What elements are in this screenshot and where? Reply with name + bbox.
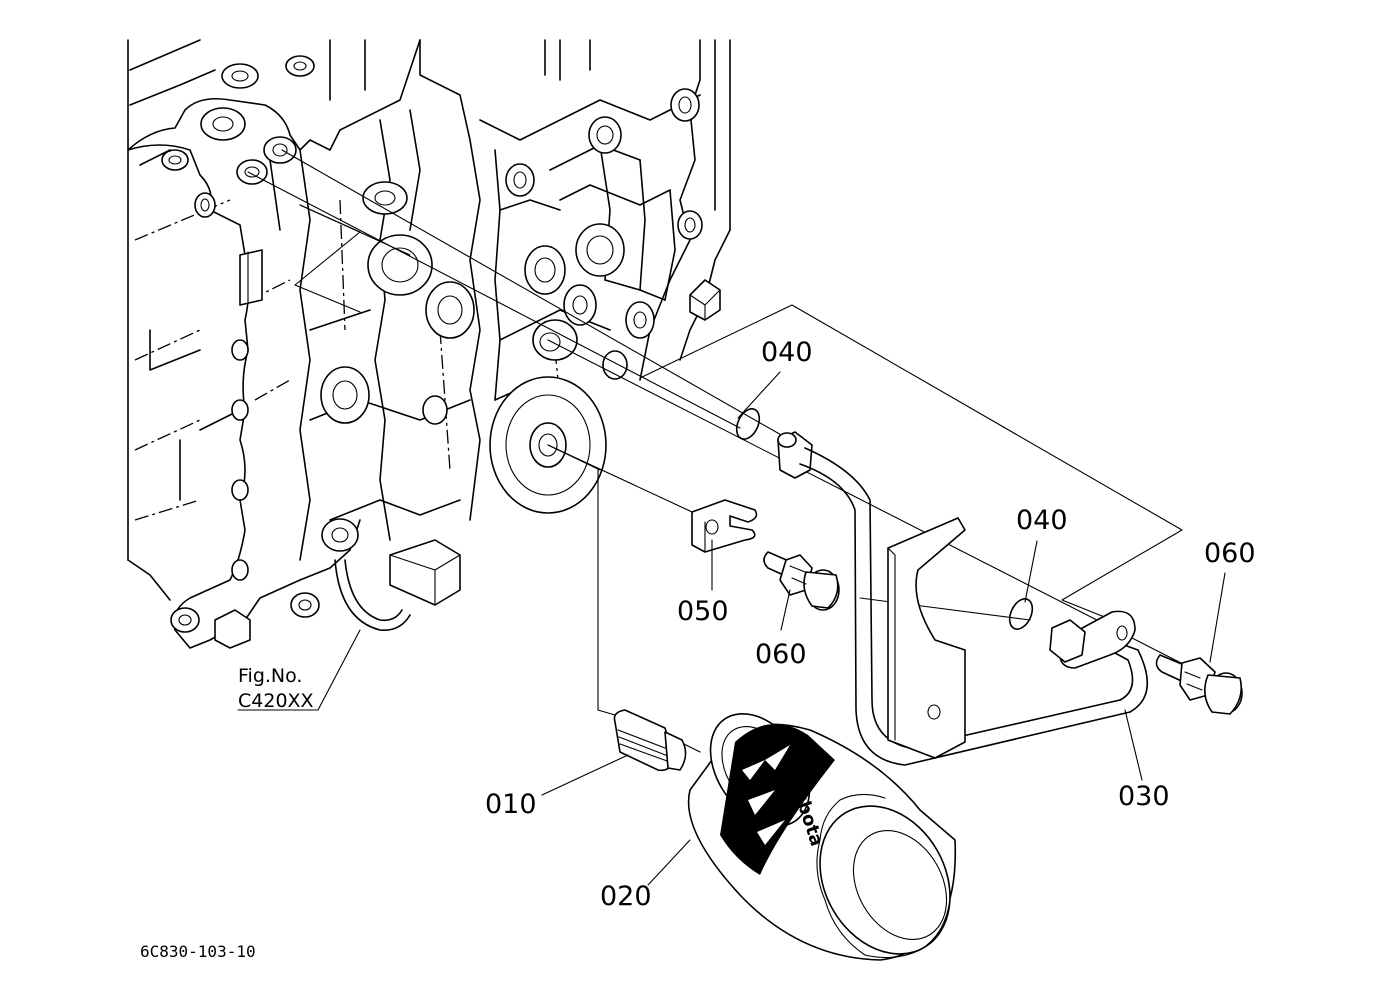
callout-010: 010 bbox=[485, 789, 537, 820]
oil-filter-020: kubota bbox=[687, 712, 957, 961]
callout-050: 050 bbox=[677, 596, 729, 627]
callout-040-a: 040 bbox=[761, 337, 813, 368]
o-ring-040-a bbox=[735, 408, 761, 440]
drawing-number: 6C830-103-10 bbox=[140, 942, 256, 961]
oil-pipe-030 bbox=[777, 431, 1149, 766]
nipple-010 bbox=[613, 709, 687, 772]
bolt-060-a bbox=[763, 551, 840, 611]
callout-040-b: 040 bbox=[1016, 505, 1068, 536]
figure-reference-line2: C420XX bbox=[238, 690, 314, 712]
callout-060-b: 060 bbox=[1204, 538, 1256, 569]
bolt-060-b bbox=[1155, 654, 1243, 715]
callouts: 040 040 060 050 060 010 020 030 Fig.No. … bbox=[237, 337, 1256, 912]
case-bosses bbox=[161, 55, 703, 633]
callout-030: 030 bbox=[1118, 781, 1170, 812]
callout-020: 020 bbox=[600, 881, 652, 912]
plate-050 bbox=[691, 499, 758, 553]
transmission-case bbox=[127, 39, 731, 649]
figure-reference-line1: Fig.No. bbox=[238, 665, 302, 687]
o-ring-040-b bbox=[1008, 598, 1034, 630]
callout-060-a: 060 bbox=[755, 639, 807, 670]
